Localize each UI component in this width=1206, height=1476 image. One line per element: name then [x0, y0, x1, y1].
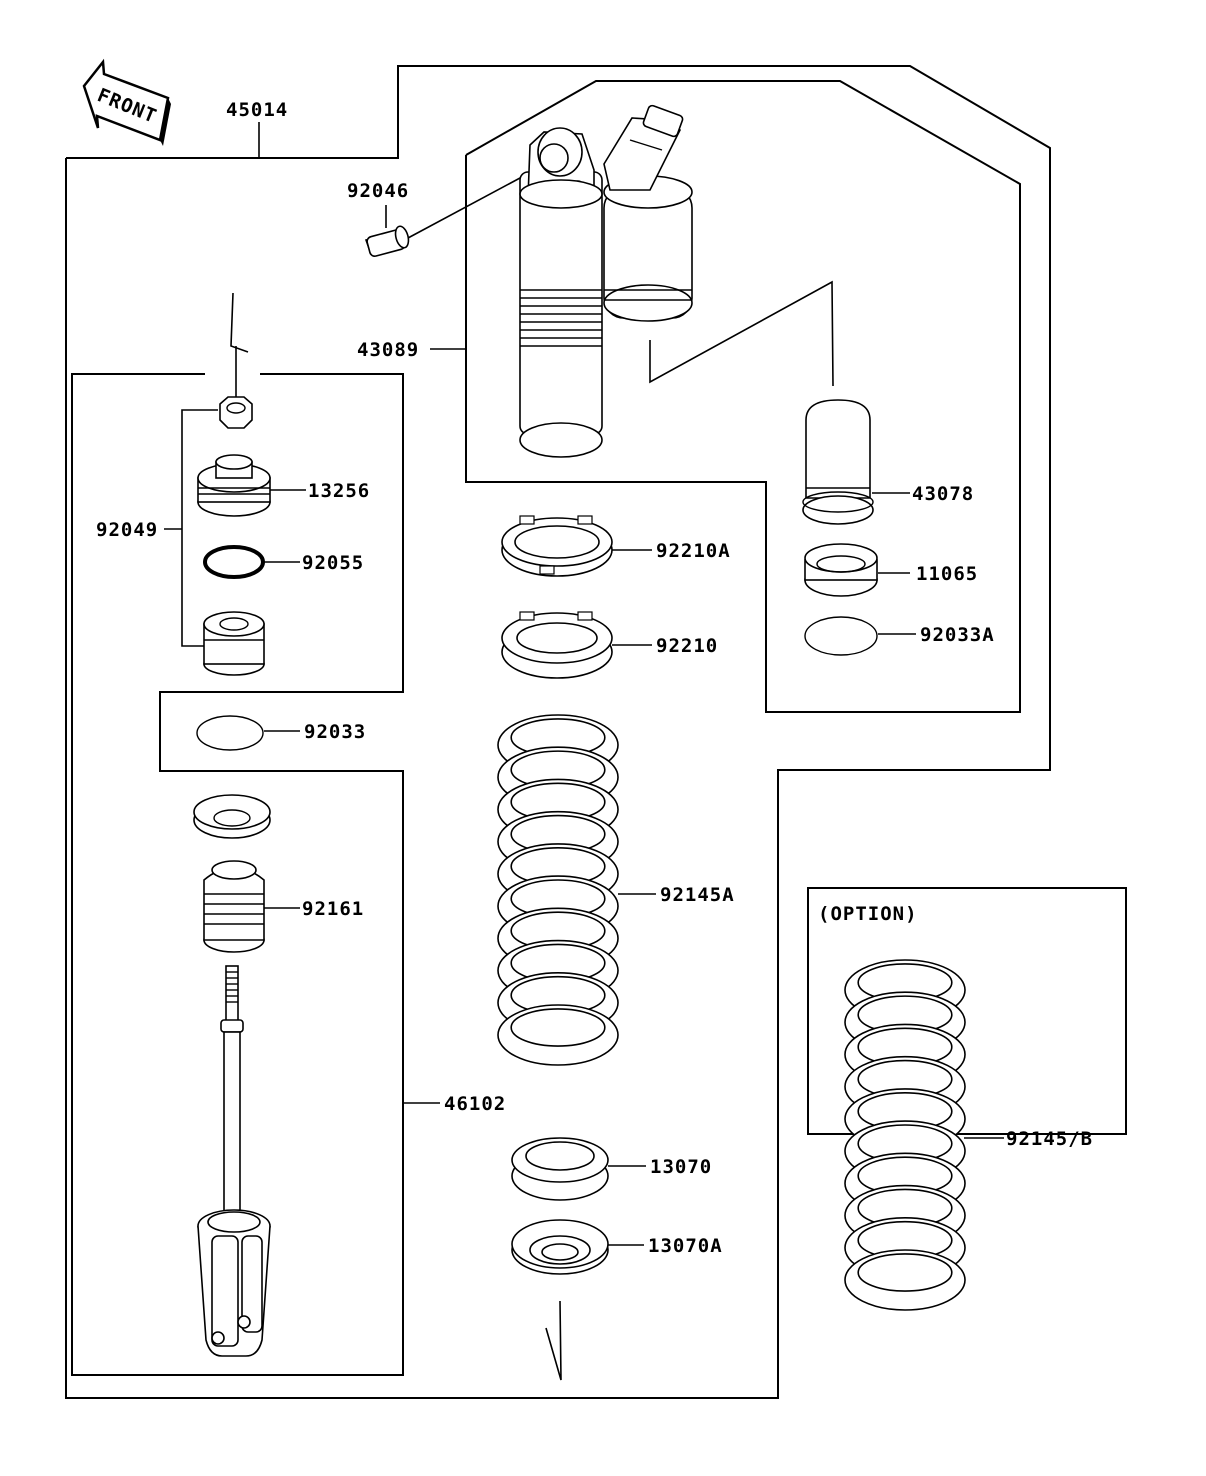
spring-seat-13070 [511, 1137, 609, 1201]
cap-11065 [804, 543, 878, 597]
frame-43089 [465, 80, 1021, 713]
spring-92145a [497, 714, 619, 1066]
label-92161: 92161 [302, 898, 364, 920]
needle-bearing-92046 [364, 225, 410, 257]
label-43089: 43089 [357, 339, 419, 361]
option-frame [807, 887, 1127, 1135]
option-label: (OPTION) [818, 903, 918, 925]
label-92049: 92049 [96, 519, 158, 541]
label-92033: 92033 [304, 721, 366, 743]
shock-body-43089 [519, 104, 693, 458]
bumper-cap-13256 [197, 454, 271, 517]
circlip-92033a [804, 616, 878, 656]
label-11065: 11065 [916, 563, 978, 585]
bladder-43078 [802, 399, 874, 525]
label-92145a: 92145A [660, 884, 735, 906]
label-13070: 13070 [650, 1156, 712, 1178]
label-45014: 45014 [226, 99, 288, 121]
label-13256: 13256 [308, 480, 370, 502]
label-92055: 92055 [302, 552, 364, 574]
label-13070a: 13070A [648, 1235, 723, 1257]
front-arrow-icon: FRONT [82, 58, 171, 146]
o-ring-92055 [203, 545, 265, 579]
circlip-92033 [196, 715, 264, 751]
break-mark-bottom [545, 1300, 562, 1381]
break-mark-top [230, 292, 249, 353]
label-92145b: 92145/B [1006, 1128, 1093, 1150]
locknut-92210a [501, 515, 613, 577]
label-92033a: 92033A [920, 624, 995, 646]
bump-rubber-92161 [203, 860, 265, 953]
washer-cup-part [193, 794, 271, 839]
frame-45014 [65, 65, 1051, 1399]
spring-92145b [844, 959, 966, 1311]
label-43078: 43078 [912, 483, 974, 505]
frame-46102 [71, 373, 404, 1376]
spring-seat-13070a [511, 1219, 609, 1275]
label-46102: 46102 [444, 1093, 506, 1115]
nut-part [219, 346, 253, 429]
collar-part [203, 611, 265, 676]
label-92046: 92046 [347, 180, 409, 202]
piston-rod-46102 [197, 965, 271, 1357]
label-92210a: 92210A [656, 540, 731, 562]
label-92210: 92210 [656, 635, 718, 657]
locknut-92210 [501, 611, 613, 679]
